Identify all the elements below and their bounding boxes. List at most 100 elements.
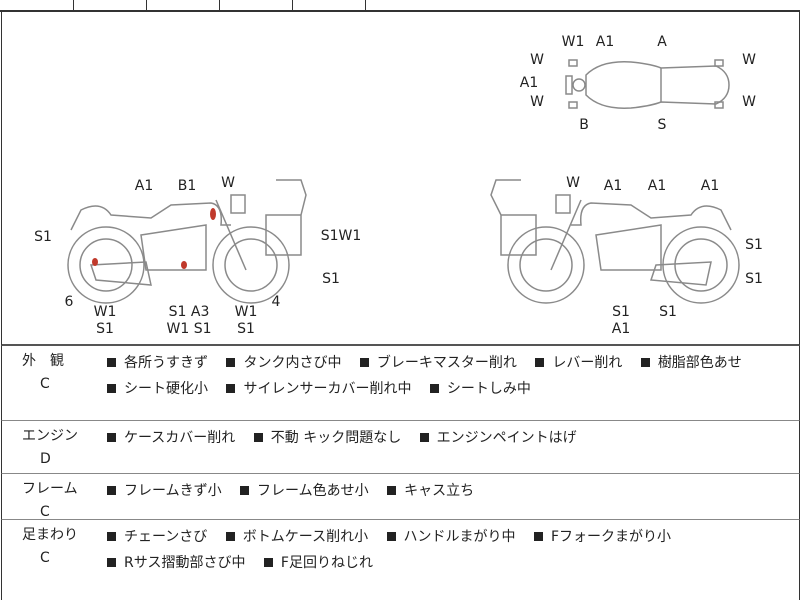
section-engine: エンジン D ケースカバー削れ 不動 キック問題なし エンジンペイントはげ: [1, 421, 800, 474]
note-item: ケースカバー削れ: [107, 430, 249, 446]
damage-code-label: S1: [34, 229, 52, 245]
damage-code-label: S1: [745, 271, 763, 287]
damage-code-label: A1: [596, 34, 614, 50]
note-item: キャス立ち: [387, 483, 488, 499]
notes-list: フレームきず小 フレーム色あせ小 キャス立ち: [107, 478, 787, 504]
damage-code-label: W: [530, 52, 544, 68]
bullet-square-icon: [253, 433, 263, 442]
note-item: シート硬化小: [107, 381, 222, 397]
note-item: サイレンサーカバー削れ中: [226, 381, 425, 397]
note-item: 樹脂部色あせ: [640, 355, 756, 371]
damage-code-label: A1: [604, 178, 622, 194]
damage-code-label: A: [657, 34, 667, 50]
damage-code-label: W1 S1: [167, 321, 212, 337]
bullet-square-icon: [263, 558, 273, 567]
damage-code-label: W1: [94, 304, 117, 320]
damage-code-label: W1: [235, 304, 258, 320]
note-item: チェーンさび: [107, 529, 221, 545]
bullet-square-icon: [107, 384, 116, 393]
damage-code-label: W: [530, 94, 544, 110]
bullet-square-icon: [386, 532, 396, 541]
header-cell: [292, 0, 366, 10]
notes-list: ケースカバー削れ 不動 キック問題なし エンジンペイントはげ: [107, 425, 787, 451]
bullet-square-icon: [240, 486, 250, 495]
notes-list: 各所うすきず タンク内さび中 ブレーキマスター削れ レバー削れ 樹脂部色あせ シ…: [107, 350, 787, 402]
bullet-square-icon: [387, 486, 397, 495]
note-item: Fフォークまがり小: [533, 529, 685, 545]
note-item: フレームきず小: [107, 483, 236, 499]
note-item: フレーム色あせ小: [240, 483, 383, 499]
header-cell: [73, 0, 147, 10]
damage-code-label: S1: [612, 304, 630, 320]
grade-label: C: [40, 504, 50, 520]
note-item: タンク内さび中: [226, 355, 355, 371]
damage-code-label: W: [742, 94, 756, 110]
category-label: 外 観: [22, 353, 64, 369]
bullet-square-icon: [535, 358, 545, 367]
damage-code-label: A1: [648, 178, 666, 194]
notes-list: チェーンさび ボトムケース削れ小 ハンドルまがり中 Fフォークまがり小 Rサス摺…: [107, 524, 787, 576]
section-suspension: 足まわり C チェーンさび ボトムケース削れ小 ハンドルまがり中 Fフォークまがり…: [1, 520, 800, 600]
damage-code-label: W1: [562, 34, 585, 50]
note-item: ハンドルまがり中: [386, 529, 530, 545]
damage-code-label: S1W1: [321, 228, 362, 244]
bullet-square-icon: [359, 358, 369, 367]
note-item: 各所うすきず: [107, 355, 222, 371]
bullet-square-icon: [533, 532, 543, 541]
damage-marks: [92, 208, 216, 269]
note-item: ボトムケース削れ小: [225, 529, 382, 545]
damage-code-label: 4: [272, 294, 281, 310]
damage-code-label: A1: [612, 321, 630, 337]
bullet-square-icon: [107, 558, 116, 567]
note-item: 不動 キック問題なし: [253, 430, 415, 446]
note-item: ブレーキマスター削れ: [359, 355, 531, 371]
note-item: F足回りねじれ: [263, 555, 387, 571]
bullet-square-icon: [226, 358, 236, 367]
damage-code-label: W: [566, 175, 580, 191]
damage-code-label: 6: [65, 294, 74, 310]
grade-label: C: [40, 376, 50, 392]
section-frame: フレーム C フレームきず小 フレーム色あせ小 キャス立ち: [1, 474, 800, 520]
damage-code-label: A1: [135, 178, 153, 194]
damage-code-label: A1: [520, 75, 538, 91]
note-item: Rサス摺動部さび中: [107, 555, 259, 571]
category-label: フレーム: [22, 481, 78, 497]
bullet-square-icon: [107, 358, 116, 367]
header-cell: [0, 0, 74, 10]
note-item: レバー削れ: [535, 355, 636, 371]
left-view-bike-icon: [67, 179, 307, 304]
top-view-bike-icon: [565, 59, 730, 109]
bullet-square-icon: [107, 486, 116, 495]
damage-code-label: W: [742, 52, 756, 68]
bullet-square-icon: [640, 358, 650, 367]
header-cell: [146, 0, 220, 10]
damage-code-label: S1: [659, 304, 677, 320]
damage-code-label: A1: [701, 178, 719, 194]
damage-code-label: S1: [96, 321, 114, 337]
note-item: エンジンペイントはげ: [419, 430, 591, 446]
bullet-square-icon: [225, 532, 235, 541]
grade-label: C: [40, 550, 50, 566]
damage-code-label: B1: [178, 178, 197, 194]
damage-code-label: S1: [322, 271, 340, 287]
bullet-square-icon: [107, 532, 116, 541]
damage-code-label: S1 A3: [169, 304, 210, 320]
category-label: 足まわり: [22, 527, 78, 543]
category-label: エンジン: [22, 428, 78, 444]
header-cell: [219, 0, 293, 10]
grade-label: D: [40, 451, 51, 467]
bullet-square-icon: [107, 433, 116, 442]
damage-code-label: B: [579, 117, 589, 133]
note-item: シートしみ中: [429, 381, 545, 397]
bullet-square-icon: [429, 384, 439, 393]
right-view-bike-icon: [490, 179, 740, 304]
damage-code-label: W: [221, 175, 235, 191]
section-exterior: 外 観 C 各所うすきず タンク内さび中 ブレーキマスター削れ レバー削れ 樹脂部…: [1, 346, 800, 421]
header-table-strip: [0, 0, 800, 12]
damage-code-label: S1: [745, 237, 763, 253]
bullet-square-icon: [226, 384, 236, 393]
damage-code-label: S: [658, 117, 667, 133]
